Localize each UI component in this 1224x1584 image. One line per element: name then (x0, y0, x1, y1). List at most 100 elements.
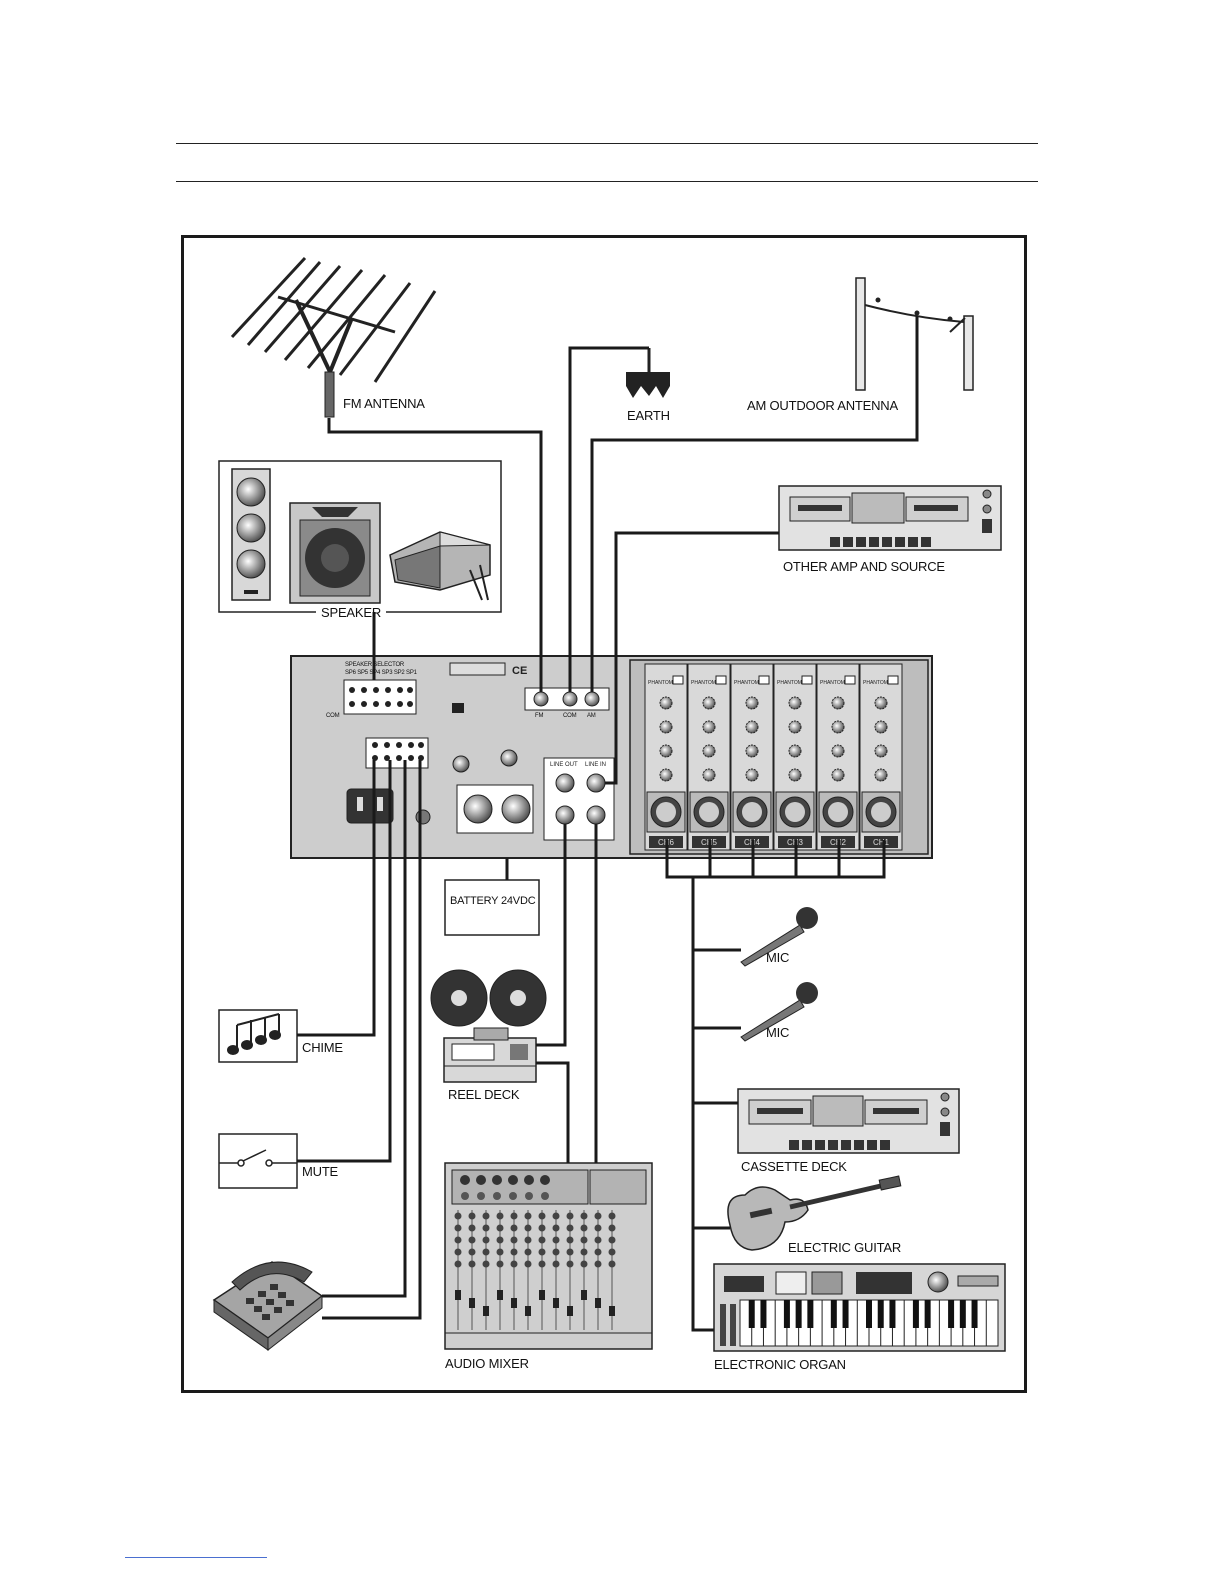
mic-channel-strips: PHANTOMCH6PHANTOMCH5PHANTOMCH4PHANTOMCH3… (644, 663, 903, 851)
speaker-selector-terminals (343, 679, 464, 715)
chime-label: CHIME (302, 1040, 343, 1055)
knob-icon (702, 696, 716, 710)
electronic-organ-icon (713, 1263, 1006, 1352)
header-rule-top (176, 143, 1038, 144)
ac-input-socket (346, 788, 394, 824)
svg-text:LINE OUT: LINE OUT (550, 762, 578, 768)
line-out-jack (555, 773, 575, 793)
microphone-icon (740, 907, 818, 967)
knob-icon (831, 720, 845, 734)
knob-icon (831, 696, 845, 710)
electric-guitar-label: ELECTRIC GUITAR (788, 1240, 902, 1255)
knob-icon (659, 744, 673, 758)
other-amp-source-icon (778, 485, 1002, 551)
horn-speaker-icon (289, 502, 381, 604)
cassette-deck-icon (737, 1088, 960, 1154)
speaker-label: SPEAKER (321, 605, 382, 620)
earth-label: EARTH (627, 408, 670, 423)
connection-diagram-frame (181, 235, 1027, 1393)
amplifier-rear-panel: CE (290, 655, 933, 859)
projection-speaker-icon (389, 531, 491, 601)
com-label: COM (326, 713, 340, 719)
svg-text:PHANTOM: PHANTOM (734, 680, 759, 686)
aux-in-jack (586, 805, 606, 825)
record-out-jack (555, 805, 575, 825)
knob-icon (745, 744, 759, 758)
mute-switch-icon (218, 1133, 298, 1189)
knob-icon (831, 744, 845, 758)
telephone-icon (212, 1261, 324, 1352)
knob-icon (788, 696, 802, 710)
com-jack-label: COM (563, 713, 577, 719)
mic-label-2: MIC (766, 1025, 790, 1040)
column-speaker-icon (231, 468, 271, 601)
fm-jack (533, 691, 549, 707)
knob-icon (831, 768, 845, 782)
am-jack-label: AM (587, 713, 596, 719)
knob-icon (702, 744, 716, 758)
cassette-deck-label: CASSETTE DECK (741, 1159, 847, 1174)
earth-ground-icon (626, 348, 670, 398)
electronic-organ-label: ELECTRONIC ORGAN (714, 1357, 846, 1372)
svg-text:LINE IN: LINE IN (585, 762, 606, 768)
other-amp-source-label: OTHER AMP AND SOURCE (783, 559, 945, 574)
am-outdoor-antenna-icon (855, 277, 974, 391)
audio-mixer-icon (444, 1162, 653, 1350)
svg-text:PHANTOM: PHANTOM (648, 680, 673, 686)
knob-icon (788, 744, 802, 758)
chime-icon (218, 1009, 298, 1063)
svg-text:PHANTOM: PHANTOM (863, 680, 888, 686)
battery-box (444, 879, 540, 936)
knob-icon (745, 696, 759, 710)
speaker-group (218, 460, 502, 618)
electric-guitar-icon (727, 1175, 902, 1251)
battery-label: BATTERY 24VDC (450, 895, 536, 907)
knob-icon (874, 696, 888, 710)
channel-label: CH1 (873, 838, 890, 847)
knob-icon (788, 768, 802, 782)
mute-label: MUTE (302, 1164, 339, 1179)
am-outdoor-antenna-label: AM OUTDOOR ANTENNA (747, 398, 898, 413)
header-rule-bottom (176, 181, 1038, 182)
speaker-selector-label: SPEAKER SELECTOR (345, 662, 405, 668)
knob-icon (659, 720, 673, 734)
battery-terminal-positive (463, 794, 493, 824)
knob-icon (659, 696, 673, 710)
knob-icon (788, 720, 802, 734)
fm-antenna-label: FM ANTENNA (343, 396, 425, 411)
reel-deck-label: REEL DECK (448, 1087, 520, 1102)
fm-jack-label: FM (535, 713, 544, 719)
svg-text:CE: CE (512, 665, 527, 677)
knob-icon (745, 768, 759, 782)
speaker-terminals-label: SP6 SP5 SP4 SP3 SP2 SP1 (345, 670, 417, 676)
knob-icon (874, 720, 888, 734)
knob-icon (874, 744, 888, 758)
connection-wires (297, 316, 919, 1332)
svg-text:PHANTOM: PHANTOM (820, 680, 845, 686)
knob-icon (874, 768, 888, 782)
line-in-jack (586, 773, 606, 793)
battery-terminal-negative (501, 794, 531, 824)
com-jack (562, 691, 578, 707)
svg-text:PHANTOM: PHANTOM (691, 680, 716, 686)
reel-deck-icon (430, 969, 547, 1083)
knob-icon (745, 720, 759, 734)
svg-text:PHANTOM: PHANTOM (777, 680, 802, 686)
mic-label-1: MIC (766, 950, 790, 965)
knob-icon (702, 720, 716, 734)
am-jack (584, 691, 600, 707)
fm-antenna-icon (230, 256, 437, 418)
microphone-icon (740, 982, 818, 1042)
footer-link-underline (125, 1557, 267, 1558)
knob-icon (659, 768, 673, 782)
channel-strip-ch1: PHANTOM CH1 (859, 663, 903, 851)
knob-icon (702, 768, 716, 782)
audio-mixer-label: AUDIO MIXER (445, 1356, 529, 1371)
